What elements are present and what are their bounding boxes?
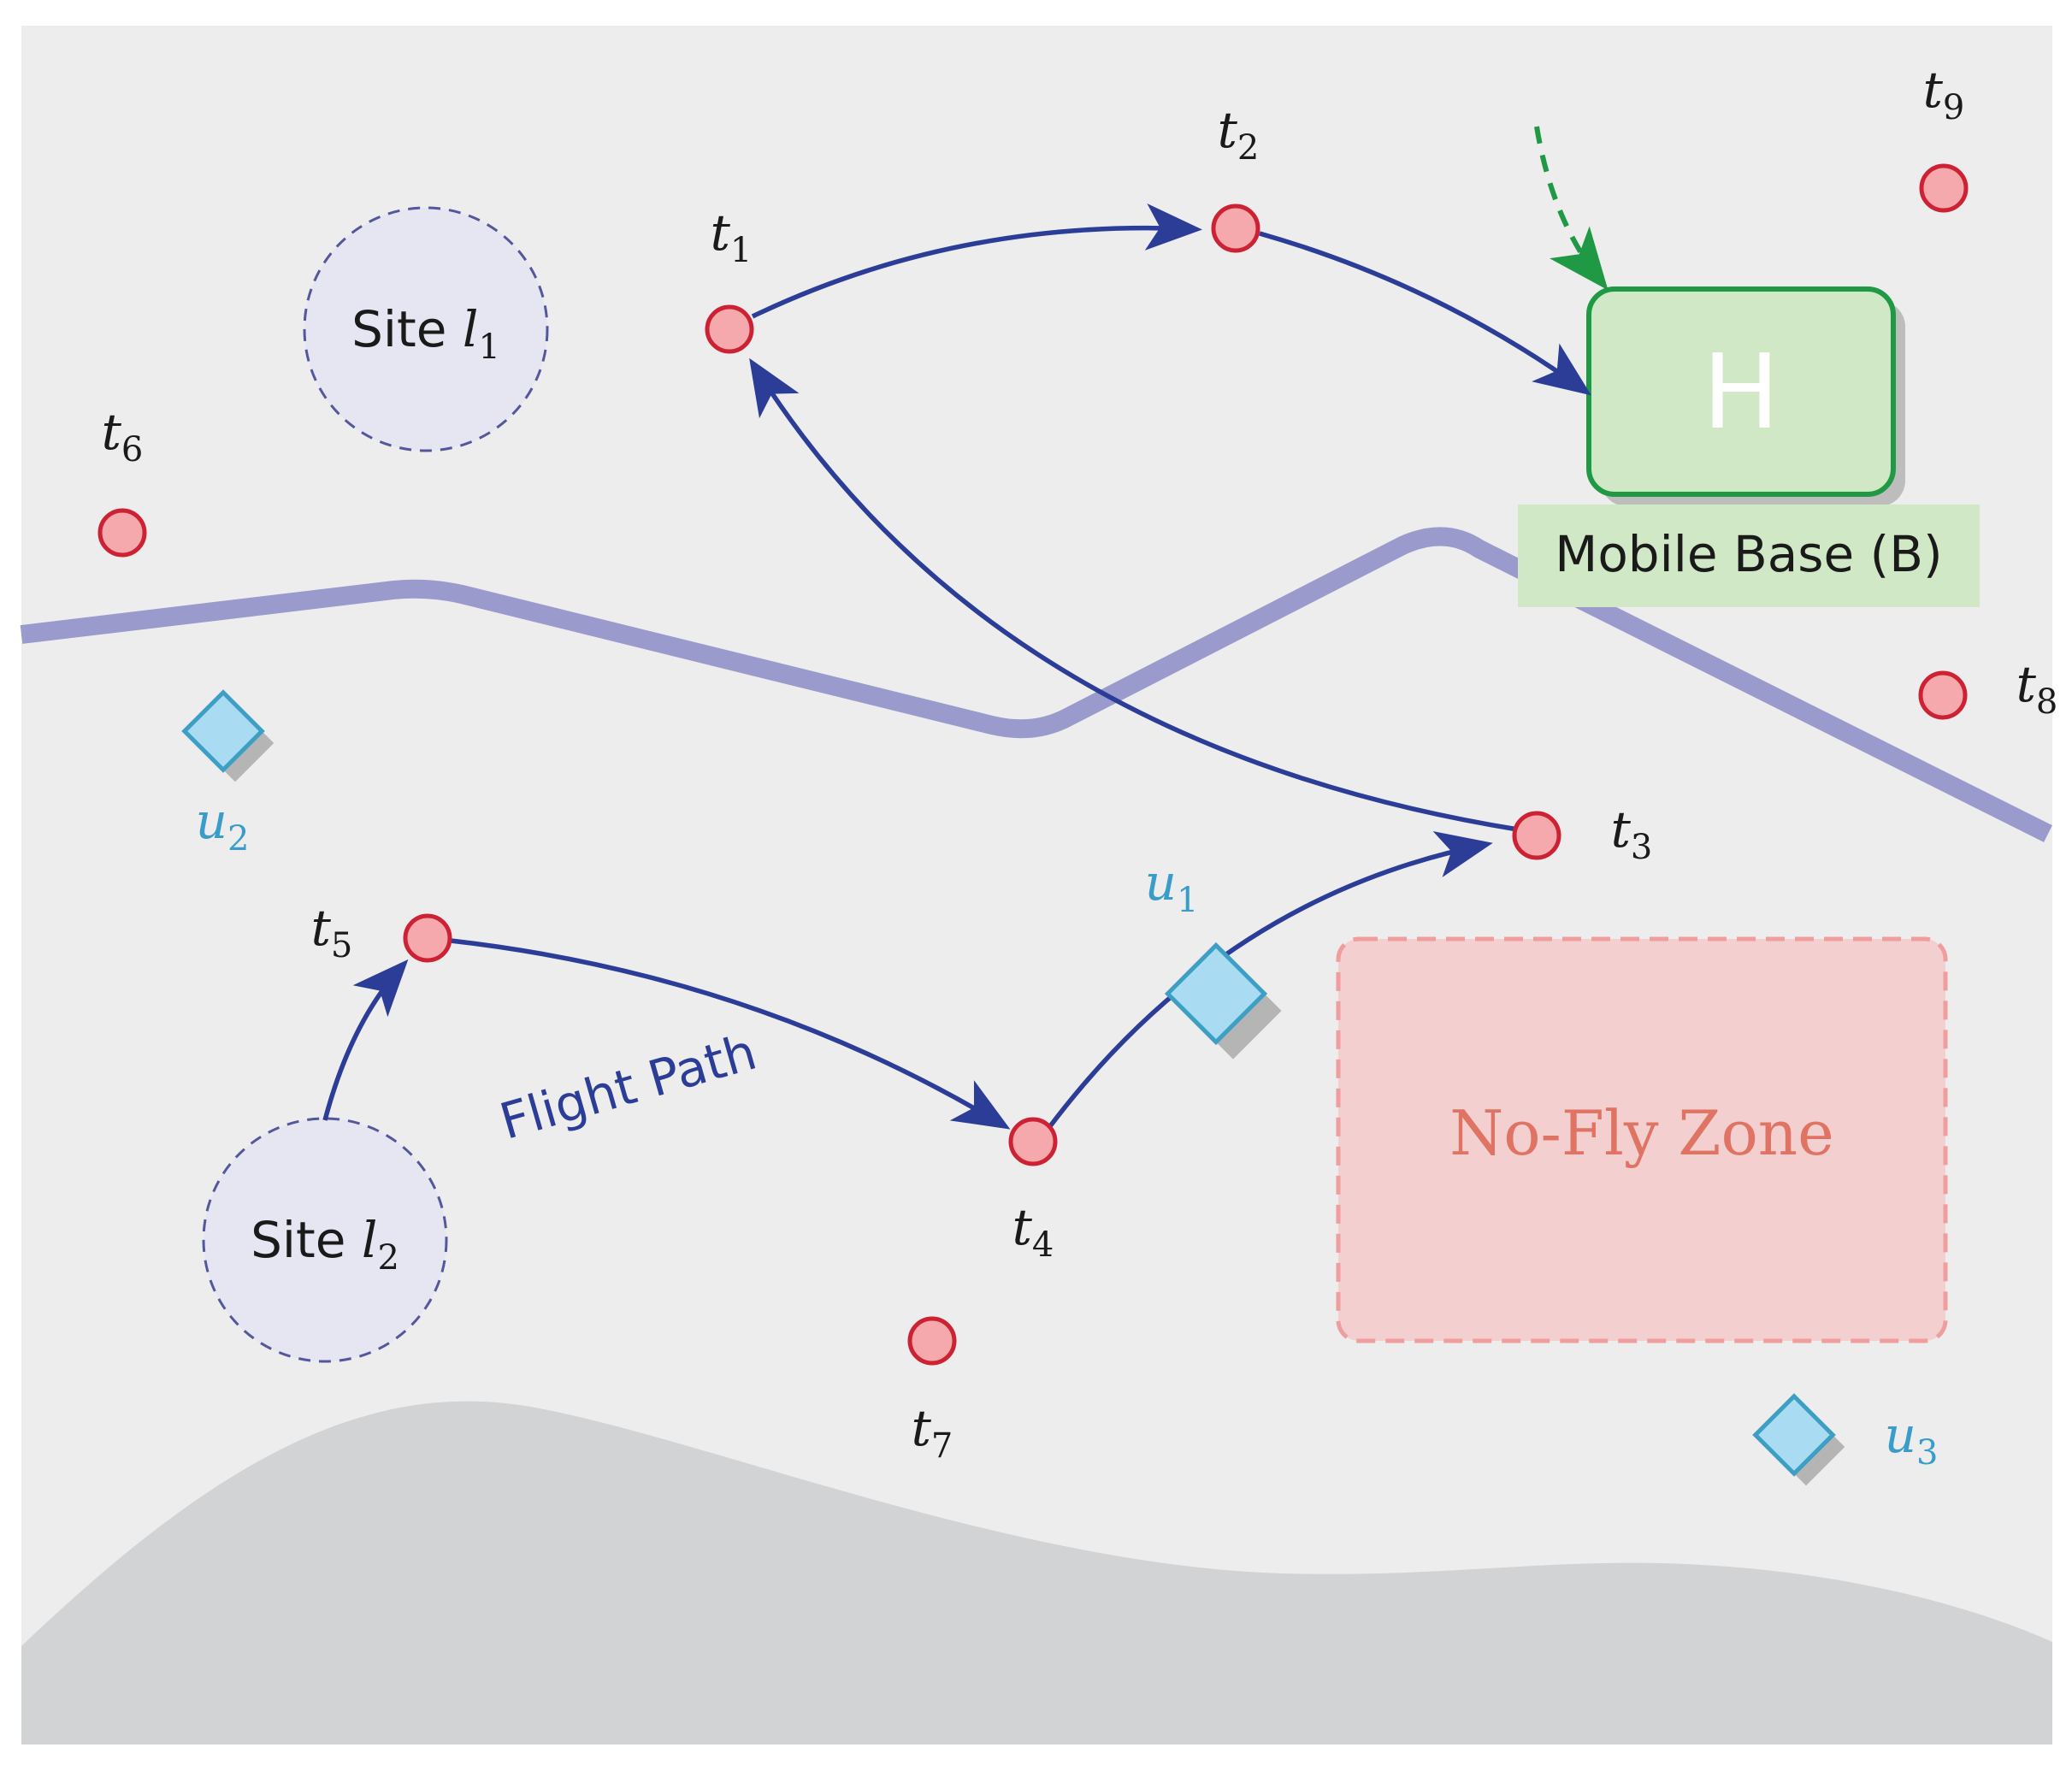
- site-l2-sub: 2: [377, 1238, 398, 1278]
- path-t1-to-t2: [751, 203, 1202, 319]
- mobile-base: H Mobile Base (B): [1518, 286, 1980, 607]
- path-t5-to-t4: [450, 938, 1011, 1130]
- target-t7: [907, 1316, 957, 1366]
- mobile-base-label: Mobile Base (B): [1555, 525, 1942, 583]
- label-t4: t4: [1012, 1198, 1054, 1265]
- target-t5: [403, 913, 452, 963]
- svg-text:Site l2: Site l2: [251, 1211, 399, 1278]
- target-t4: [1008, 1117, 1058, 1166]
- label-t3: t3: [1611, 800, 1653, 867]
- target-labels: t1 t2 t3 t4 t5 t6 t7 t8 t9: [102, 61, 2058, 1466]
- path-t2-to-base: [1259, 231, 1591, 396]
- label-t2: t2: [1218, 101, 1260, 168]
- label-t7: t7: [912, 1399, 953, 1466]
- label-t5: t5: [311, 899, 353, 965]
- label-u2: u2: [196, 792, 250, 859]
- uav-labels: u1 u2 u3: [196, 792, 1939, 1473]
- target-t1: [705, 304, 754, 354]
- label-u3: u3: [1885, 1406, 1939, 1473]
- target-t6: [97, 508, 147, 558]
- flight-path: [322, 203, 1591, 1130]
- site-l1-letter: l: [463, 300, 479, 358]
- target-t3: [1512, 811, 1561, 860]
- label-t6: t6: [102, 403, 144, 469]
- label-t8: t8: [2016, 655, 2058, 722]
- site-l1-prefix: Site: [351, 300, 463, 358]
- uav-u2: [181, 689, 274, 782]
- road: [20, 527, 2052, 842]
- site-l1-sub: 1: [478, 328, 499, 367]
- path-t4-to-t3: [1048, 831, 1493, 1128]
- mobile-base-label-box: [1518, 505, 1980, 607]
- target-t9: [1919, 163, 1969, 213]
- target-t8: [1918, 670, 1968, 720]
- site-l2-letter: l: [362, 1211, 378, 1269]
- terrain-region: [21, 1401, 2052, 1744]
- no-fly-zone-label: No-Fly Zone: [1449, 1097, 1834, 1169]
- path-t3-to-t1: [749, 357, 1519, 832]
- label-t9: t9: [1923, 61, 1965, 127]
- target-t2: [1211, 204, 1260, 253]
- label-u1: u1: [1145, 853, 1199, 920]
- approach-arrow: [1534, 126, 1609, 291]
- no-fly-zone: [1336, 936, 1948, 1343]
- site-l1: Site l1: [303, 206, 549, 452]
- site-l2-prefix: Site: [251, 1211, 362, 1269]
- svg-text:Site l1: Site l1: [351, 300, 500, 367]
- site-l2: Site l2: [202, 1117, 448, 1363]
- target-nodes: [97, 163, 1969, 1366]
- path-site-l2-to-t5: [322, 959, 409, 1121]
- uav-u1: [1164, 942, 1282, 1060]
- label-t1: t1: [711, 204, 753, 270]
- helipad-symbol: H: [1703, 334, 1780, 452]
- uav-u3: [1752, 1393, 1845, 1486]
